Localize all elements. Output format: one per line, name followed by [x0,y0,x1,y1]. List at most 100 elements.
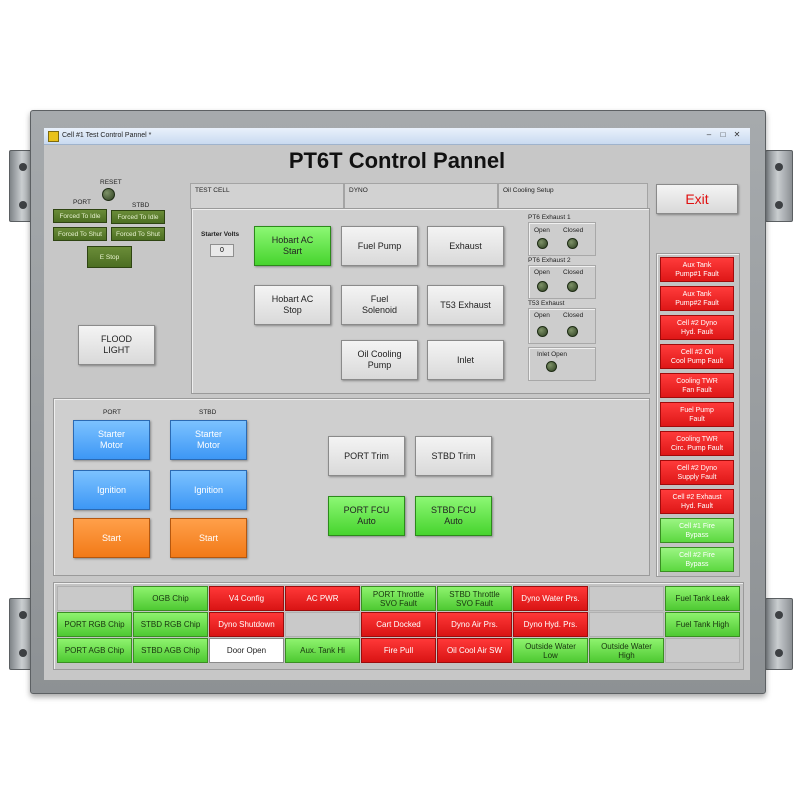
status-cell-empty [589,586,664,611]
port-trim-button[interactable]: PORT Trim [328,436,405,476]
maximize-icon[interactable]: □ [720,130,726,139]
pt6-exhaust-1-closed-label: Closed [563,227,584,234]
status-cell-empty [285,612,360,637]
estop-button[interactable]: E Stop [87,246,132,268]
pt6-exhaust-1-open-label: Open [534,227,550,234]
status-indicator: PORT AGB Chip [57,638,132,663]
tab-oil-cooling-setup[interactable]: Oil Cooling Setup [498,183,648,209]
t53-exhaust-open-indicator [537,326,548,337]
fault-indicator[interactable]: Cell #2 Fire Bypass [660,547,734,572]
port-label: PORT [73,199,91,206]
inlet-open-panel [528,347,596,381]
stbd-start-button[interactable]: Start [170,518,247,558]
status-indicator: PORT Throttle SVO Fault [361,586,436,611]
status-cell-empty [589,612,664,637]
fault-indicator: Cooling TWR Fan Fault [660,373,734,398]
inlet-open-indicator [546,361,557,372]
window-title: Cell #1 Test Control Pannel * [62,132,152,139]
pt6-exhaust-1-panel [528,222,596,256]
status-indicator: Dyno Hyd. Prs. [513,612,588,637]
page-title: PT6T Control Pannel [288,148,506,173]
status-indicator: Fuel Tank High [665,612,740,637]
status-indicator: PORT RGB Chip [57,612,132,637]
status-indicator: AC PWR [285,586,360,611]
pt6-exhaust-1-closed-indicator [567,238,578,249]
t53-exhaust-label: T53 Exhaust [528,300,565,307]
fuel-solenoid-button[interactable]: Fuel Solenoid [341,285,418,325]
status-indicator: STBD RGB Chip [133,612,208,637]
status-indicator: Fire Pull [361,638,436,663]
fuel-pump-button[interactable]: Fuel Pump [341,226,418,266]
engine-control-panel [53,398,650,576]
pt6-exhaust-1-label: PT6 Exhaust 1 [528,214,571,221]
pt6-exhaust-2-label: PT6 Exhaust 2 [528,257,571,264]
status-indicator: Door Open [209,638,284,663]
reset-label: RESET [100,179,122,186]
status-indicator: Aux. Tank Hi [285,638,360,663]
hobart-ac-stop-button[interactable]: Hobart AC Stop [254,285,331,325]
tab-test-cell[interactable]: TEST CELL [190,183,344,209]
status-indicator: OGB Chip [133,586,208,611]
stbd-starter-motor-button[interactable]: Starter Motor [170,420,247,460]
reset-indicator[interactable] [102,188,115,201]
stbd-forced-shut-button[interactable]: Forced To Shut [111,227,165,241]
exit-button[interactable]: Exit [656,184,738,214]
mount-bracket-right-bottom [765,598,793,670]
screen: Cell #1 Test Control Pannel * – □ ✕ PT6T… [44,128,750,680]
t53-exhaust-button[interactable]: T53 Exhaust [427,285,504,325]
close-icon[interactable]: ✕ [733,130,741,139]
stbd-label: STBD [132,202,150,209]
stbd-forced-idle-button[interactable]: Forced To Idle [111,210,165,224]
fault-indicator: Cell #2 Dyno Hyd. Fault [660,315,734,340]
fault-indicator[interactable]: Cell #1 Fire Bypass [660,518,734,543]
status-indicator: STBD AGB Chip [133,638,208,663]
inlet-open-label: Inlet Open [537,351,567,358]
t53-exhaust-panel [528,308,596,344]
flood-light-button[interactable]: FLOOD LIGHT [78,325,155,365]
port-ignition-button[interactable]: Ignition [73,470,150,510]
port-start-button[interactable]: Start [73,518,150,558]
status-indicator: Outside Water Low [513,638,588,663]
engine-port-label: PORT [103,409,121,416]
port-forced-shut-button[interactable]: Forced To Shut [53,227,107,241]
pt6-exhaust-2-open-label: Open [534,269,550,276]
inlet-button[interactable]: Inlet [427,340,504,380]
t53-exhaust-closed-indicator [567,326,578,337]
engine-stbd-label: STBD [199,409,217,416]
status-indicator: Oil Cool Air SW [437,638,512,663]
fault-indicator: Aux Tank Pump#1 Fault [660,257,734,282]
t53-exhaust-open-label: Open [534,312,550,319]
port-forced-idle-button[interactable]: Forced To Idle [53,209,107,223]
port-starter-motor-button[interactable]: Starter Motor [73,420,150,460]
minimize-icon[interactable]: – [706,130,712,139]
fault-indicator: Fuel Pump Fault [660,402,734,427]
fault-indicator: Cell #2 Exhaust Hyd. Fault [660,489,734,514]
port-fcu-auto-button[interactable]: PORT FCU Auto [328,496,405,536]
status-indicator: Cart Docked [361,612,436,637]
t53-exhaust-closed-label: Closed [563,312,584,319]
oil-cooling-pump-button[interactable]: Oil Cooling Pump [341,340,418,380]
stbd-fcu-auto-button[interactable]: STBD FCU Auto [415,496,492,536]
stbd-trim-button[interactable]: STBD Trim [415,436,492,476]
pt6-exhaust-2-closed-label: Closed [563,269,584,276]
status-indicator: Dyno Water Prs. [513,586,588,611]
hobart-ac-start-button[interactable]: Hobart AC Start [254,226,331,266]
status-cell-empty [665,638,740,663]
window-titlebar: Cell #1 Test Control Pannel * – □ ✕ [44,128,750,145]
exhaust-button[interactable]: Exhaust [427,226,504,266]
pt6-exhaust-2-open-indicator [537,281,548,292]
mount-bracket-right-top [765,150,793,222]
status-cell-empty [57,586,132,611]
pt6-exhaust-2-closed-indicator [567,281,578,292]
tab-dyno[interactable]: DYNO [344,183,498,209]
stbd-ignition-button[interactable]: Ignition [170,470,247,510]
status-indicator: STBD Throttle SVO Fault [437,586,512,611]
starter-volts-value: 0 [210,244,234,257]
fault-indicator: Cell #2 Dyno Supply Fault [660,460,734,485]
status-indicator: Dyno Air Prs. [437,612,512,637]
status-indicator: Outside Water High [589,638,664,663]
starter-volts-label: Starter Volts [201,231,240,238]
app-icon [48,131,59,142]
fault-indicator: Cell #2 Oil Cool Pump Fault [660,344,734,369]
